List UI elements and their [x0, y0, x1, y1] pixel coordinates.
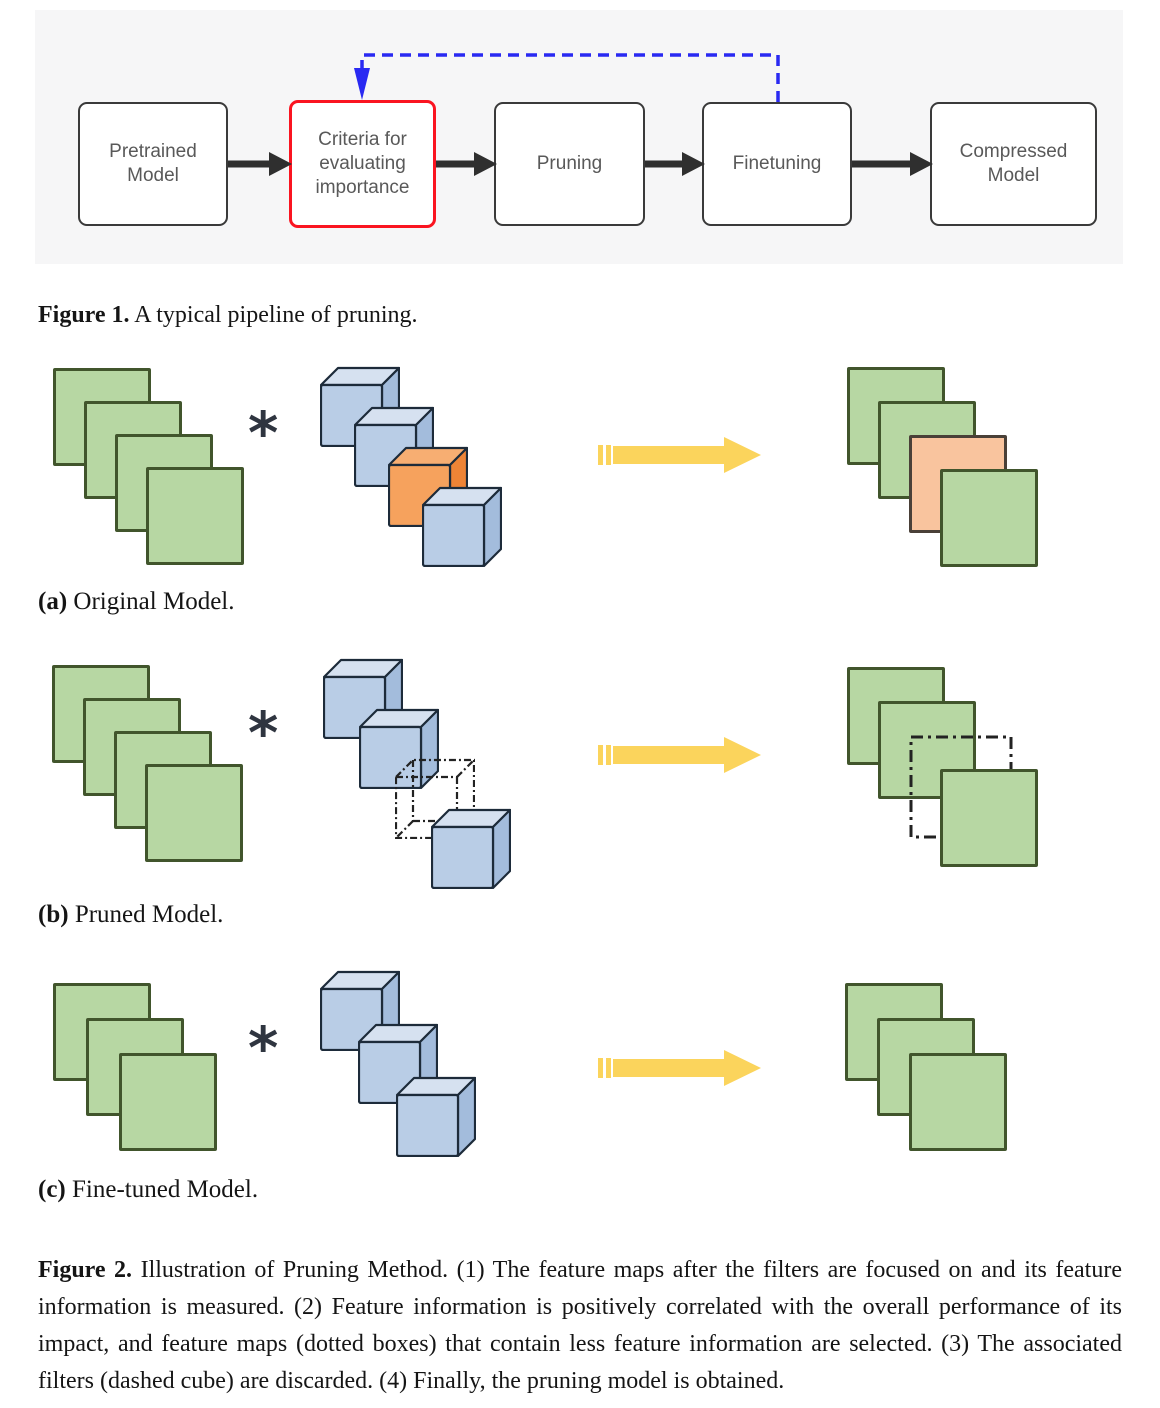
pipeline-box-criteria: Criteria for evaluating importance: [289, 100, 436, 228]
filter-cube-blue-icon: [395, 1073, 477, 1162]
feature-map-square-green: [119, 1053, 217, 1151]
pipeline-box-compressed-model: Compressed Model: [930, 102, 1097, 226]
subcaption-a-text: Original Model.: [67, 588, 235, 615]
filter-cube-blue-icon: [430, 805, 512, 894]
transform-arrow-icon: [598, 1046, 762, 1095]
filter-cube-blue-icon: [421, 483, 503, 572]
figure2-row-pruned-model: *: [0, 652, 1160, 962]
figure2-caption: Figure 2. Illustration of Pruning Method…: [38, 1252, 1122, 1400]
subcaption-c-label: (c): [38, 1176, 66, 1203]
convolution-asterisk: *: [248, 699, 279, 767]
subcaption-b: (b) Pruned Model.: [38, 901, 223, 929]
subcaption-b-text: Pruned Model.: [68, 901, 224, 928]
feature-map-square-green: [940, 769, 1038, 867]
feedback-arrow-icon: [354, 53, 780, 102]
figure1-pipeline-panel: Pretrained Model Criteria for evaluating…: [35, 10, 1123, 264]
feature-map-square-green: [146, 467, 244, 565]
figure2-caption-label: Figure 2.: [38, 1257, 133, 1283]
feature-map-square-green: [909, 1053, 1007, 1151]
transform-arrow-icon: [598, 433, 762, 482]
feature-map-square-green: [940, 469, 1038, 567]
figure1-caption-text: A typical pipeline of pruning.: [129, 302, 418, 328]
figure2-row-finetuned-model: *: [0, 962, 1160, 1212]
pipeline-box-pretrained-model: Pretrained Model: [78, 102, 228, 226]
pipeline-box-finetuning: Finetuning: [702, 102, 852, 226]
convolution-asterisk: *: [248, 399, 279, 467]
figure1-caption-label: Figure 1.: [38, 302, 130, 328]
transform-arrow-icon: [598, 733, 762, 782]
figure2-caption-text: Illustration of Pruning Method. (1) The …: [38, 1257, 1122, 1394]
subcaption-b-label: (b): [38, 901, 69, 928]
figure2-row-original-model: *: [0, 358, 1160, 658]
feature-map-square-green: [145, 764, 243, 862]
subcaption-c-text: Fine-tuned Model.: [65, 1176, 259, 1203]
subcaption-a-label: (a): [38, 588, 68, 615]
filter-cube-blue-icon: [358, 705, 440, 794]
convolution-asterisk: *: [248, 1014, 279, 1082]
subcaption-a: (a) Original Model.: [38, 588, 235, 616]
figure1-caption: Figure 1. A typical pipeline of pruning.: [38, 302, 418, 329]
pipeline-box-pruning: Pruning: [494, 102, 645, 226]
subcaption-c: (c) Fine-tuned Model.: [38, 1176, 258, 1204]
